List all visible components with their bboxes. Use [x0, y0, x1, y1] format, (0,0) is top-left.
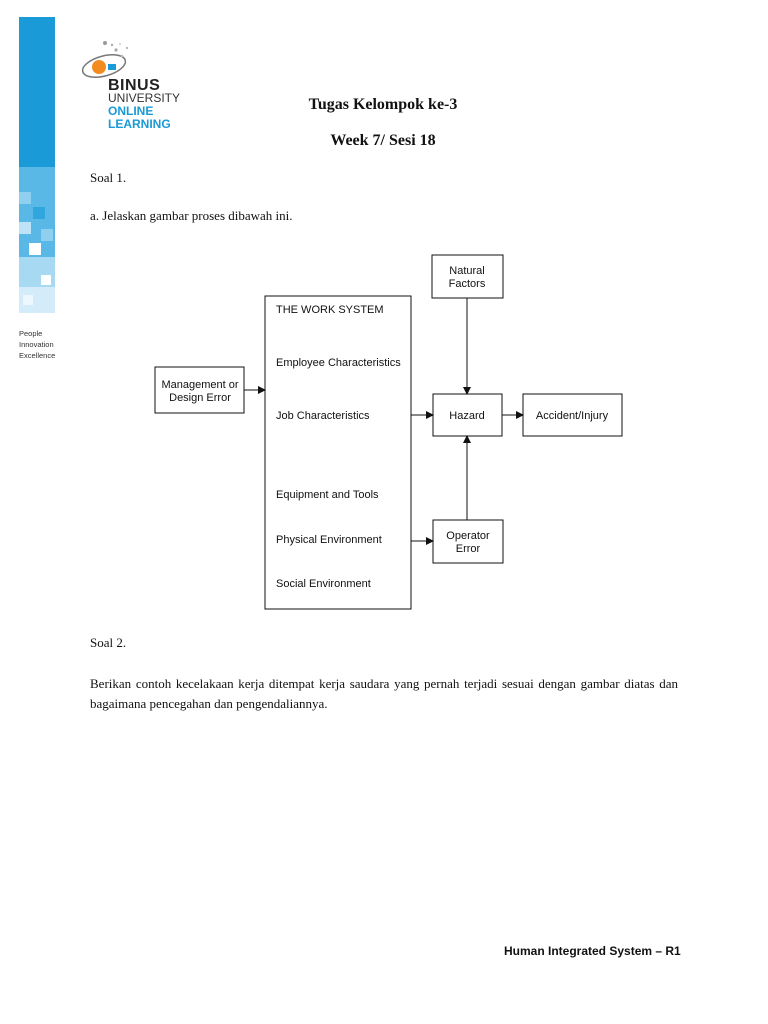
management-label-1: Management or	[161, 379, 238, 391]
natural-label-1: Natural	[449, 265, 484, 277]
ws-equipment: Equipment and Tools	[276, 489, 379, 501]
tagline: People Innovation Excellence	[19, 328, 55, 361]
work-system-box	[264, 295, 412, 610]
management-label-2: Design Error	[169, 392, 231, 404]
logo-learning: LEARNING	[108, 117, 171, 131]
ws-social: Social Environment	[276, 578, 371, 590]
management-box	[154, 366, 245, 414]
decorative-strip	[19, 17, 55, 313]
logo-text: BINUS UNIVERSITY ONLINE LEARNING	[108, 77, 181, 131]
question1-label: Soal 1.	[90, 170, 127, 185]
question2-text: Berikan contoh kecelakaan kerja ditempat…	[90, 676, 678, 711]
operator-label-1: Operator	[446, 530, 490, 542]
tagline-people: People	[19, 329, 43, 338]
page-title: Tugas Kelompok ke-3	[308, 96, 458, 113]
hazard-box	[432, 393, 503, 437]
natural-label-2: Factors	[449, 278, 486, 290]
binus-logo-icon	[81, 41, 129, 78]
page-subtitle: Week 7/ Sesi 18	[330, 132, 436, 149]
work-system-title: THE WORK SYSTEM	[276, 304, 384, 316]
natural-factors-box	[431, 254, 504, 299]
question1-item: a. Jelaskan gambar proses dibawah ini.	[90, 208, 293, 223]
ws-employee: Employee Characteristics	[276, 357, 401, 369]
operator-error-box	[432, 519, 504, 564]
hazard-label: Hazard	[449, 410, 484, 422]
logo-university: UNIVERSITY	[108, 91, 181, 105]
logo-binus: BINUS	[108, 77, 161, 94]
ws-physical: Physical Environment	[276, 534, 382, 546]
tagline-excellence: Excellence	[19, 351, 56, 360]
operator-label-2: Error	[456, 543, 481, 555]
accident-label: Accident/Injury	[536, 410, 609, 422]
ws-job: Job Characteristics	[276, 410, 370, 422]
footer: Human Integrated System – R1	[504, 944, 681, 958]
question2-label: Soal 2.	[90, 635, 127, 650]
logo-online: ONLINE	[108, 104, 154, 118]
tagline-innovation: Innovation	[19, 340, 54, 349]
